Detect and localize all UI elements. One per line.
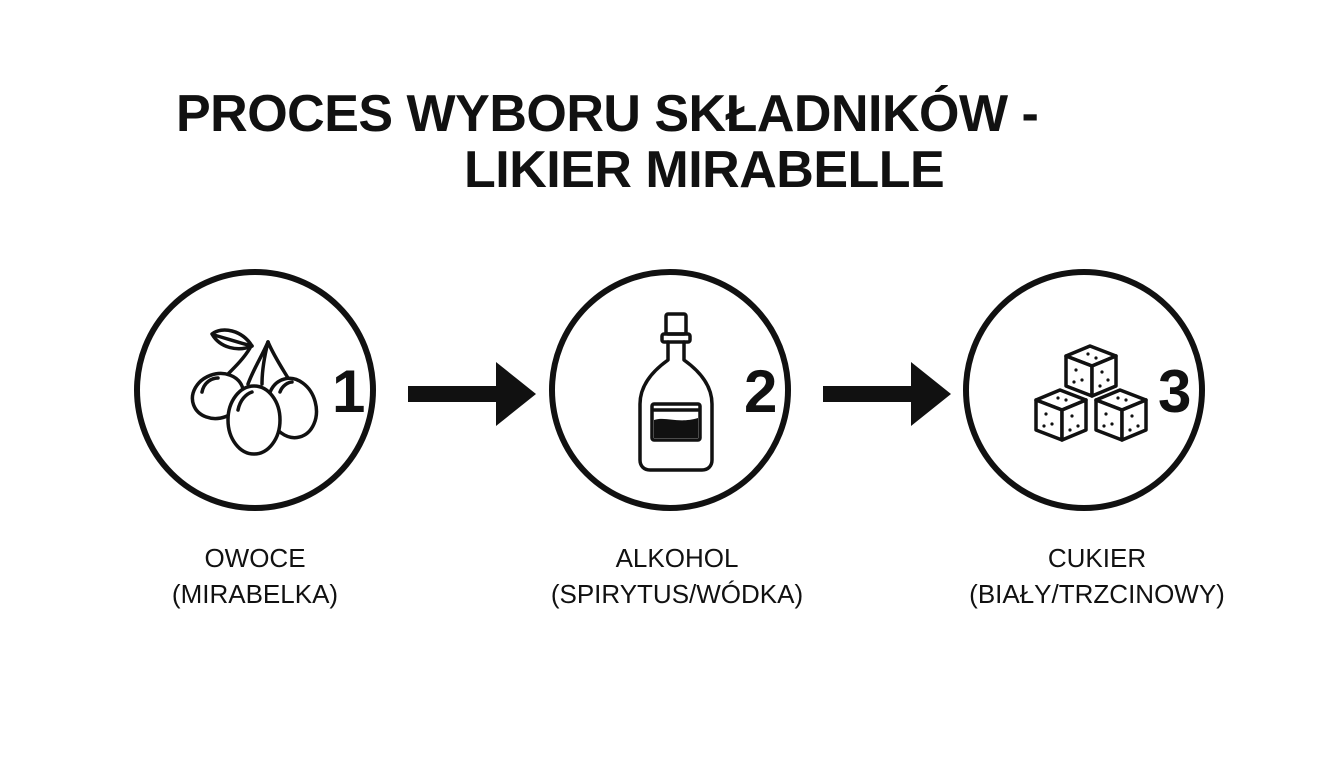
sugar-cubes-icon xyxy=(1034,344,1148,442)
step-3-label-line-1: CUKIER xyxy=(1047,543,1147,573)
step-3-label: CUKIER (BIAŁY/TRZCINOWY) xyxy=(947,540,1247,612)
step-3-circle xyxy=(963,269,1205,511)
step-2-circle xyxy=(549,269,791,511)
title-line-1: PROCES WYBORU SKŁADNIKÓW - xyxy=(176,85,1039,143)
step-2-number: 2 xyxy=(744,358,778,425)
step-2-label: ALKOHOL (SPIRYTUS/WÓDKA) xyxy=(527,540,827,612)
step-1-label-line-2: (MIRABELKA) xyxy=(171,579,339,609)
step-3-number: 3 xyxy=(1158,358,1192,425)
step-1-number: 1 xyxy=(332,358,366,425)
title-line-2: LIKIER MIRABELLE xyxy=(464,141,945,199)
plums-icon xyxy=(190,328,319,456)
step-1-circle xyxy=(134,269,376,511)
step-1-label: OWOCE (MIRABELKA) xyxy=(105,540,405,612)
step-2-label-line-1: ALKOHOL xyxy=(615,543,739,573)
bottle-icon xyxy=(638,312,714,472)
arrow-right-icon xyxy=(408,362,536,426)
step-1-label-line-1: OWOCE xyxy=(204,543,306,573)
step-3-label-line-2: (BIAŁY/TRZCINOWY) xyxy=(969,579,1225,609)
step-2-label-line-2: (SPIRYTUS/WÓDKA) xyxy=(550,579,804,609)
arrow-right-icon xyxy=(823,362,951,426)
